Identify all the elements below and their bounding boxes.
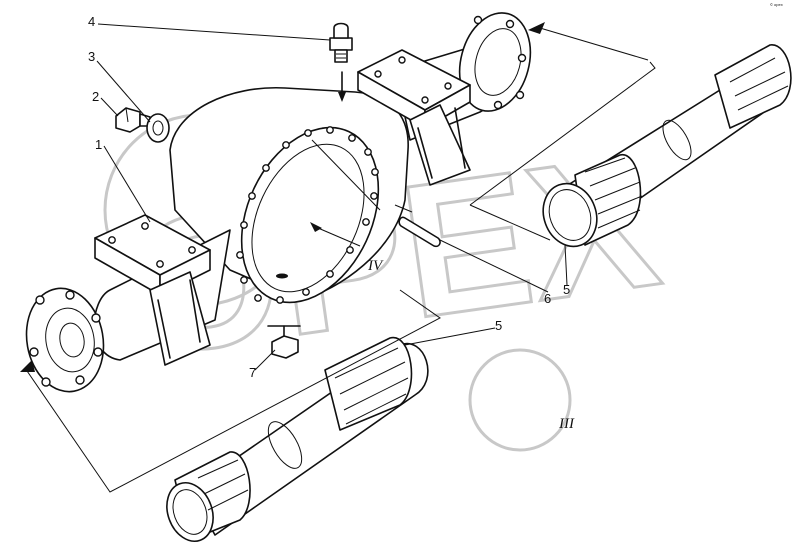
corner-mark: © opex	[770, 2, 783, 7]
axle-housing	[25, 12, 532, 393]
left-spring-seat	[94, 214, 211, 366]
callout-5-upper: 5	[563, 282, 570, 297]
right-spring-seat	[357, 49, 471, 186]
callout-2: 2	[92, 89, 99, 104]
differential-ring	[236, 126, 380, 304]
view-labels: III IV	[367, 258, 575, 432]
axle-shaft-upper	[542, 44, 792, 248]
callout-6: 6	[544, 291, 551, 306]
callout-labels: 1 2 3 4 5 5 6 7	[88, 14, 570, 380]
view-label-iii: III	[558, 416, 575, 432]
callout-3: 3	[88, 49, 95, 64]
washer-part-3	[146, 113, 170, 143]
right-flange	[458, 12, 532, 112]
callout-7: 7	[249, 365, 256, 380]
pin-part-6	[394, 204, 441, 248]
breather-part-4	[329, 22, 353, 102]
plug-bolt-part-2	[115, 107, 151, 133]
view-label-iv: IV	[367, 258, 384, 274]
callout-4: 4	[88, 14, 95, 29]
leader-lines	[96, 23, 568, 371]
axle-shaft-lower	[166, 337, 429, 542]
callout-1: 1	[95, 137, 102, 152]
assembly-guide-lines	[20, 22, 656, 493]
drain-plug-part-7	[267, 325, 301, 359]
left-flange	[25, 287, 105, 393]
callout-5-lower: 5	[495, 318, 502, 333]
